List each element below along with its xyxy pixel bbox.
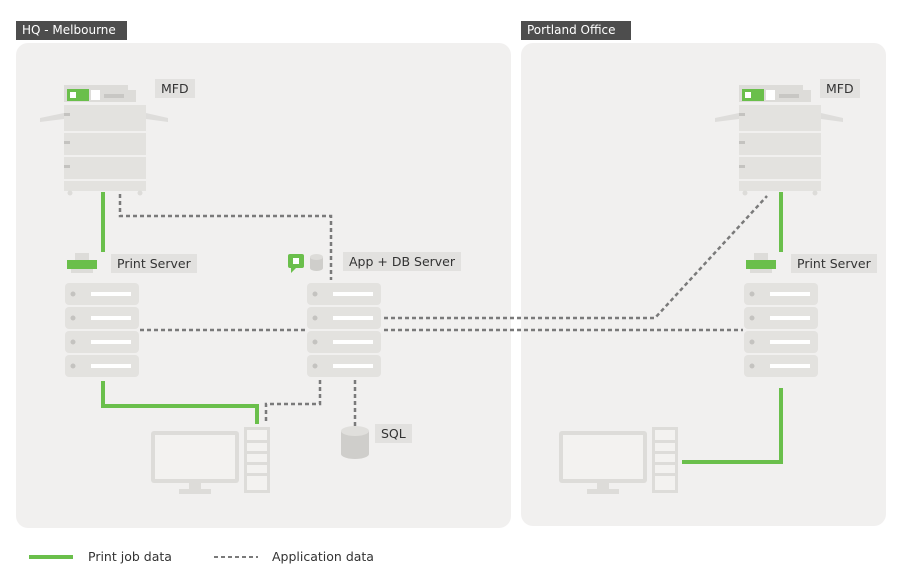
app-db-server-icon <box>307 283 381 377</box>
legend-application-label: Application data <box>272 549 374 564</box>
printer-icon <box>746 253 776 273</box>
sql-database-icon <box>341 426 369 459</box>
hq-region-title: HQ - Melbourne <box>16 21 127 40</box>
hq-mfd-label: MFD <box>155 79 195 98</box>
papercut-app-icon <box>288 254 304 273</box>
portland-workstation-icon <box>559 427 678 494</box>
hq-print-server-icon <box>65 283 139 377</box>
app-db-server-label: App + DB Server <box>343 252 462 271</box>
sql-label: SQL <box>375 424 412 443</box>
hq-print-server-to-workstation-link <box>101 381 259 424</box>
database-small-icon <box>310 254 323 271</box>
hq-mfd-to-app-server-link <box>118 194 333 280</box>
portland-print-server-to-workstation-link <box>682 388 783 464</box>
portland-mfd-label: MFD <box>820 79 860 98</box>
hq-mfd-icon <box>40 85 168 196</box>
hq-workstation-icon <box>151 427 270 494</box>
legend-print-job-label: Print job data <box>88 549 172 564</box>
portland-print-server-label: Print Server <box>791 254 877 273</box>
portland-region-title: Portland Office <box>521 21 631 40</box>
portland-print-server-icon <box>744 283 818 377</box>
app-server-to-hq-workstation-link <box>264 380 322 424</box>
printer-icon <box>67 253 97 273</box>
portland-mfd-icon <box>715 85 843 196</box>
app-server-to-portland-mfd-link <box>384 195 768 320</box>
hq-print-server-label: Print Server <box>111 254 197 273</box>
